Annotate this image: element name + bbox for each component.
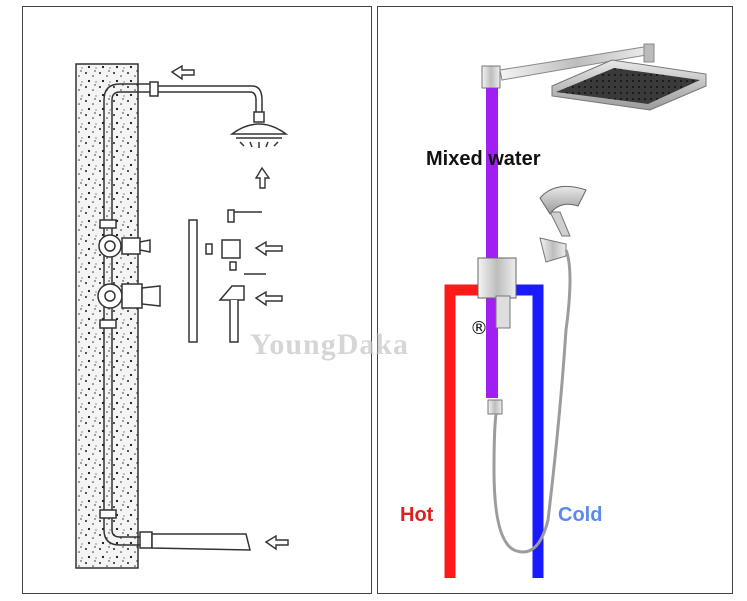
- cold-water-pipe: [506, 284, 544, 578]
- shower-arm: [149, 81, 263, 112]
- hot-water-label: Hot: [400, 504, 434, 526]
- arrow-icon: [170, 64, 289, 551]
- rain-shower-head-icon: [229, 111, 289, 148]
- brand-watermark: YoungDaka: [250, 328, 410, 361]
- concealed-pipes: [99, 83, 150, 546]
- mixed-water-label: Mixed water: [426, 148, 541, 170]
- mixed-water-pipe: [486, 88, 498, 398]
- hand-shower-icon: [492, 185, 587, 554]
- registered-mark: ®: [470, 318, 488, 339]
- mixing-valve-body: [97, 234, 161, 309]
- water-flow-diagram-panel: [377, 6, 733, 594]
- rain-shower-head-icon: [551, 59, 707, 111]
- cold-water-label: Cold: [558, 504, 603, 526]
- tub-spout: [139, 531, 251, 551]
- rain-shower-arm: [481, 43, 655, 89]
- exploded-valve-parts: [188, 209, 266, 343]
- hot-water-pipe: [444, 284, 484, 578]
- wall-section: [75, 63, 139, 569]
- mixing-valve-icon: [477, 257, 517, 415]
